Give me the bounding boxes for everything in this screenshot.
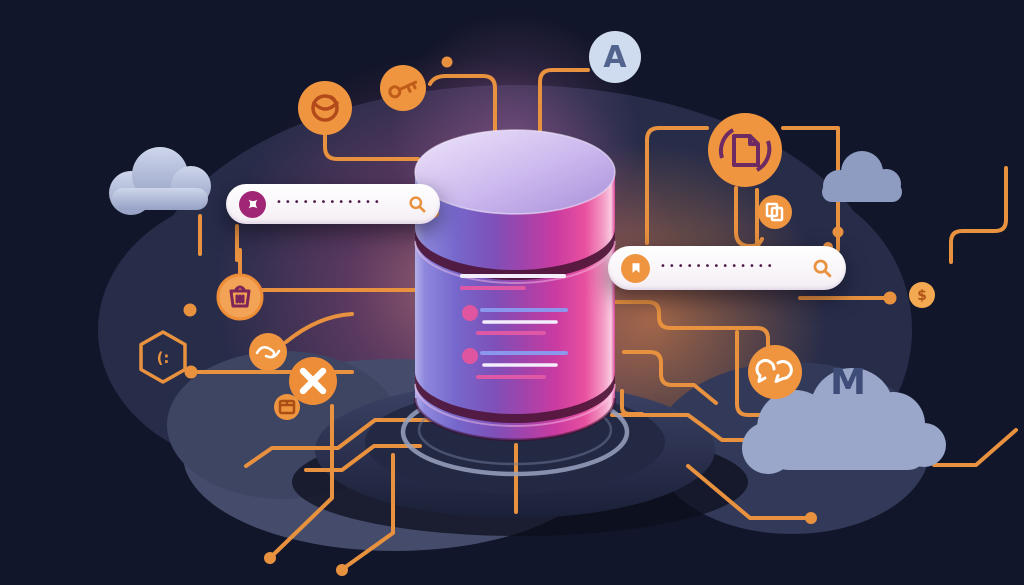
search-input-masked-right[interactable]: ••••••••••••• [660, 262, 776, 272]
search-icon[interactable] [408, 195, 427, 214]
globe-sync-icon [298, 81, 352, 135]
cylinder-body [415, 172, 615, 440]
svg-text:(:: (: [157, 349, 170, 367]
chat-bubbles-icon [748, 345, 802, 399]
key-icon [380, 65, 426, 111]
icon-nodes: $ [139, 31, 935, 420]
search-bar-right[interactable]: ••••••••••••• [608, 246, 846, 290]
cloud-m [742, 368, 946, 474]
dollar-icon: $ [909, 282, 935, 308]
cylinder-divider-1 [415, 228, 615, 280]
search-input-masked-left[interactable]: •••••••••••• [276, 198, 383, 208]
document-sync-icon [708, 113, 782, 187]
circuit-traces-bottom [270, 404, 395, 570]
svg-text:$: $ [917, 288, 927, 304]
cylinder-top [415, 130, 615, 214]
hexagon-node-icon: (: [139, 330, 187, 384]
x-icon [289, 357, 337, 405]
document-copy-icon [758, 195, 792, 229]
circuit-traces-right [611, 126, 1018, 467]
cylinder-data-lines [460, 274, 568, 379]
package-icon [274, 394, 300, 420]
bookmark-icon [621, 253, 650, 283]
cloud-right [822, 151, 902, 202]
letter-node-a: A [589, 31, 641, 83]
letter-node-m: M [830, 362, 866, 403]
database-cylinder [413, 129, 617, 442]
cylinder-divider-2 [415, 372, 615, 423]
shopping-basket-icon [216, 273, 264, 321]
sparkle-burst-icon [239, 190, 266, 218]
hands-care-icon [249, 333, 287, 371]
cloud-left [109, 147, 211, 215]
svg-text:A: A [603, 40, 627, 75]
search-bar-left[interactable]: •••••••••••• [226, 184, 440, 224]
search-icon[interactable] [812, 258, 833, 279]
